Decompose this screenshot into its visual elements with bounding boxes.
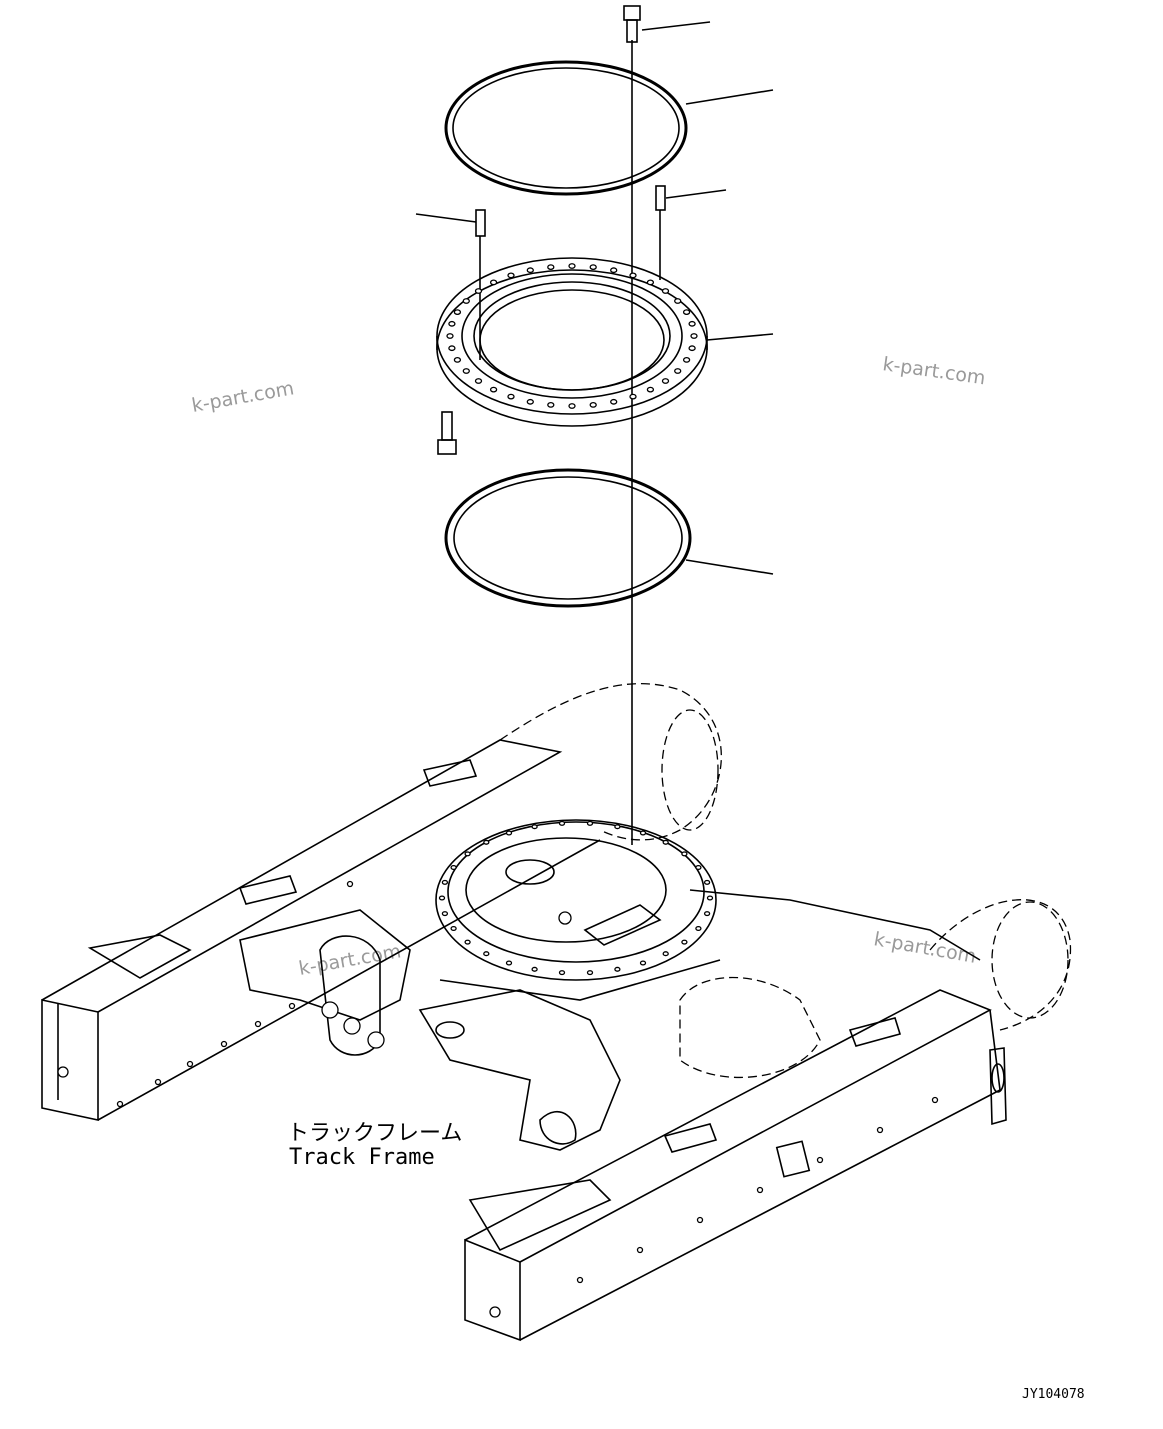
bolt-hole [703,911,711,917]
bolt-hole [474,378,483,384]
watermark-left: k-part.com [190,377,296,417]
bolt-hole [646,386,655,393]
bolt-hole [489,386,498,393]
bolt-hole [547,401,555,408]
bolt-hole [507,393,515,400]
bolt-hole [483,951,490,957]
bolt-hole [438,895,446,901]
bolt-hole [661,288,670,294]
bolt-hole [464,939,471,945]
lower-seal-ring [444,468,774,608]
bolt-hole [610,398,618,405]
upper-seal-ring [444,60,774,196]
bolt-hole [474,288,483,294]
bolt-hole [462,368,470,374]
bolt-hole [688,345,696,352]
bolt-hole [531,824,538,830]
bolt-hole [682,309,691,316]
track-frame [41,683,1072,1342]
bolt-hole [558,820,566,826]
bolt-hole [682,356,691,363]
drawing-code: JY104078 [1022,1387,1085,1402]
bolt-hole [629,393,637,400]
bolt-hole [706,895,714,901]
bolt-hole [505,960,513,966]
bolt-hole [450,925,457,932]
bolt-hole [639,960,647,966]
bolt-hole [662,951,669,957]
bolt-hole [568,263,576,269]
bolt-hole [681,939,688,945]
bolt-hole [441,879,449,885]
bolt-hole [526,398,534,405]
bolt-hole [453,356,462,363]
dowel-pin-right [655,185,727,280]
bolt-hole [586,970,594,976]
top-bolt [623,5,711,43]
bolt-hole [690,333,698,339]
bolt-hole [448,345,456,352]
bolt-hole [681,851,688,857]
bolt-hole [441,911,449,917]
bolt-hole [464,851,471,857]
bolt-hole [462,298,470,304]
watermark-lower-right: k-part.com [872,928,978,968]
bolt-hole [695,864,702,871]
bolt-hole [547,264,555,271]
bolt-hole [568,403,576,409]
bolt-hole [674,298,682,304]
bolt-hole [674,368,682,374]
watermark-lower-left: k-part.com [297,940,403,980]
bolt-hole [483,839,490,845]
bolt-hole [662,839,669,845]
bolt-hole [526,267,534,274]
bolt-hole [446,333,454,339]
bolt-hole [661,378,670,384]
bolt-hole [639,830,647,836]
bolt-hole [507,272,515,279]
bolt-hole [450,864,457,871]
track-frame-label-jp: トラックフレーム [287,1121,462,1146]
bolt-hole [586,820,594,826]
bolt-hole [505,830,513,836]
bolt-hole [589,401,597,408]
bolt-hole [688,320,696,327]
bolt-hole [695,925,702,932]
swing-circle-bearing [436,257,774,427]
bolt-hole [646,279,655,286]
bolt-hole [531,966,538,972]
bolt-hole [558,970,566,976]
bolt-hole [614,824,621,830]
bolt-hole [610,267,618,274]
bolt-hole [489,279,498,286]
bolt-hole [448,320,456,327]
track-frame-label-en: Track Frame [289,1145,435,1170]
watermark-right: k-part.com [881,353,987,389]
bolt-hole [614,966,621,972]
bolt-hole [629,272,637,279]
bolt-hole [703,879,711,885]
bearing-mounting-bolt [437,411,457,455]
bolt-hole [589,264,597,271]
bolt-hole [453,309,462,316]
